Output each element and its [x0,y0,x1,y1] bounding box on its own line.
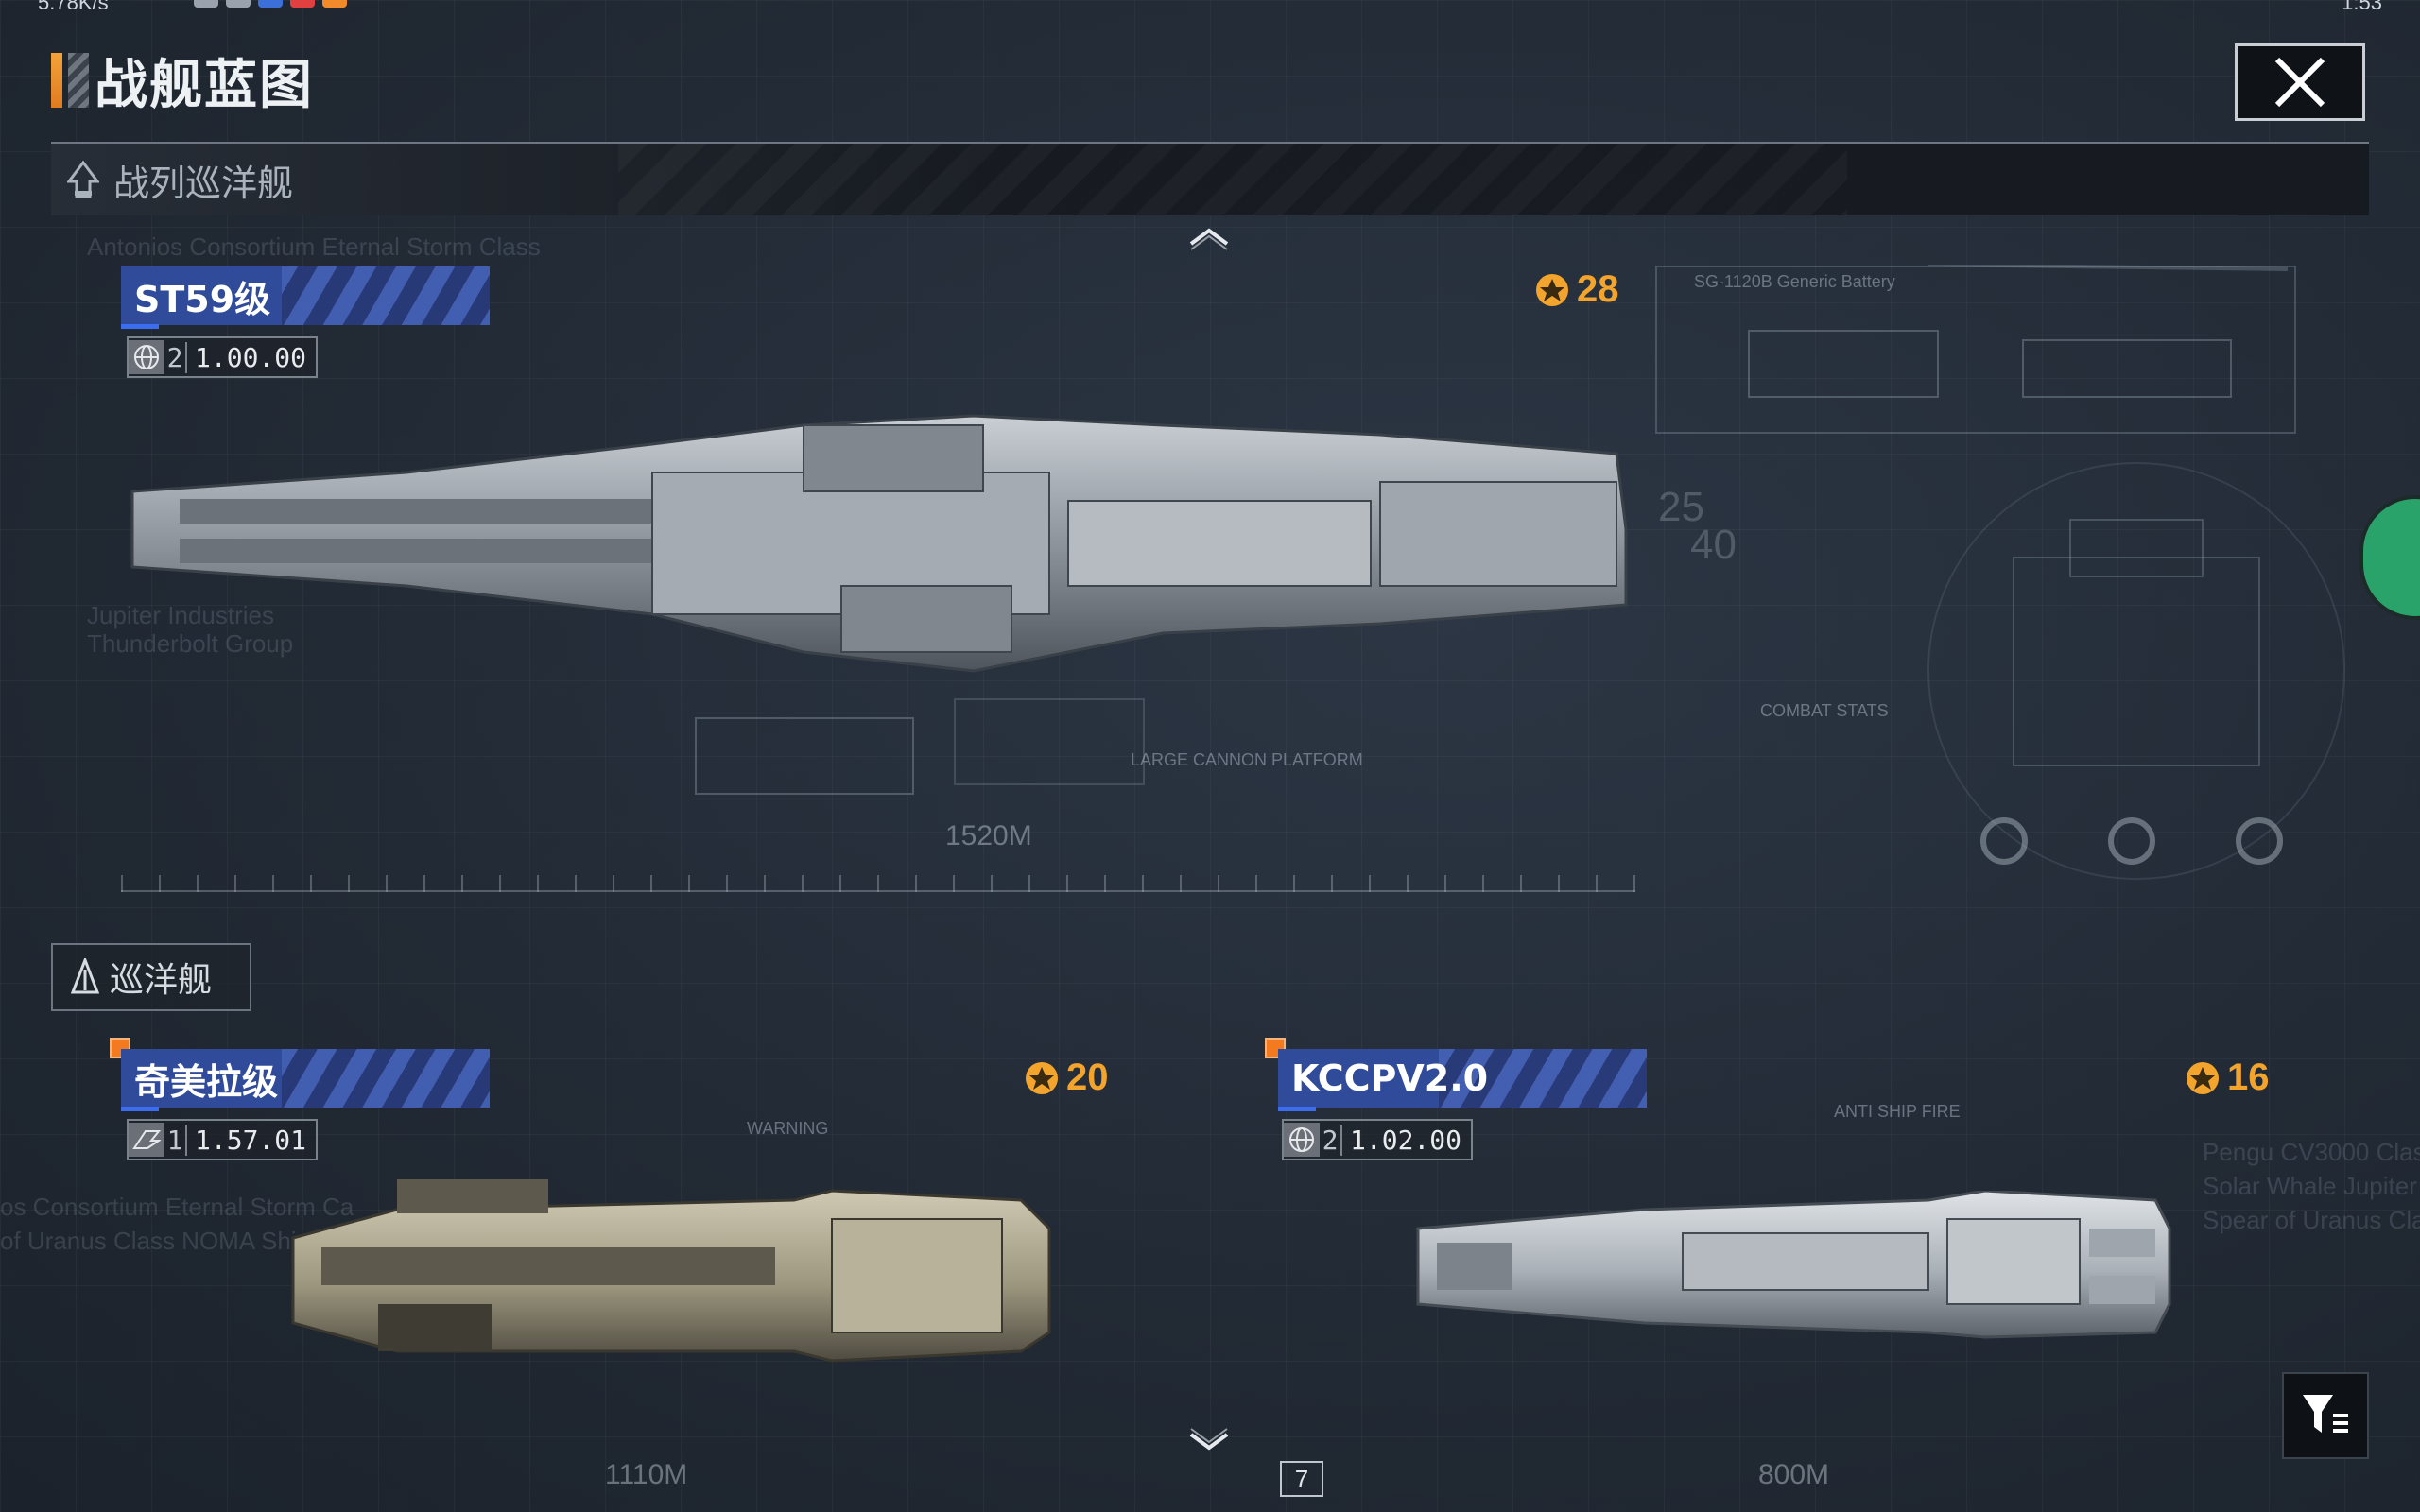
category-label: 巡洋舰 [110,961,213,1000]
ship-cost-value: 20 [1066,1057,1109,1098]
name-tag-underline [121,324,159,329]
scroll-up-button[interactable] [1187,223,1231,251]
ship-length-ruler [121,875,1635,892]
battlecruiser-class-icon [64,161,102,198]
category-label: 战列巡洋舰 [113,162,294,204]
ship-name-tag: 奇美拉级 [121,1049,490,1111]
ship-length-label: 1110M [605,1459,688,1490]
category-stripes [618,144,1847,215]
blueprint-number: 40 [1690,522,1737,568]
ship-spec-badge: 2 1.00.00 [127,336,319,378]
background-caption: Jupiter Industries [87,601,274,629]
notification-icon [290,0,315,8]
ship-name-tag: KCCPV2.0 [1278,1049,1647,1111]
background-caption: Spear of Uranus Class [2203,1206,2420,1234]
ship-cost: 16 [2184,1057,2270,1099]
notification-icons [194,0,347,8]
background-caption: Thunderbolt Group [87,629,294,658]
filter-button[interactable] [2282,1372,2369,1459]
ship-length-label: 800M [1758,1459,1830,1490]
blueprint-annotation: SG-1120B Generic Battery [1694,272,1895,291]
background-caption: of Uranus Class NOMA Shipp [0,1227,324,1255]
background-caption: Pengu CV3000 Class [2203,1138,2420,1166]
ship-name: KCCPV2.0 [1291,1057,1489,1099]
name-tag-fill [121,266,282,325]
chevron-down-icon [1189,1428,1229,1451]
filter-icon [2303,1395,2348,1433]
ship-cost-value: 16 [2227,1057,2270,1098]
ship-name: 奇美拉级 [134,1060,279,1103]
globe-icon [1284,1123,1320,1157]
page-indicator: 7 [1280,1461,1323,1497]
close-icon [2274,57,2325,108]
blueprint-side-schematic [695,698,1145,795]
ship-spec-badge: 2 1.02.00 [1282,1119,1474,1160]
notification-icon [194,0,218,8]
title-stripe [68,53,89,108]
ship-st59-image[interactable] [123,387,1635,690]
blueprint-annotation: LARGE CANNON PLATFORM [1131,750,1363,769]
ship-level: 1 [164,1124,187,1156]
name-tag-underline [1278,1107,1316,1111]
cost-badge-icon [1026,1061,1058,1094]
blueprint-number: 25 [1658,484,1704,530]
ship-name: ST59级 [134,278,271,320]
title-accent-bar [51,53,62,108]
ship-chimera-image[interactable] [265,1172,1059,1380]
blueprint-annotation: WARNING [747,1119,829,1138]
page-title: 战舰蓝图 [95,54,314,116]
ship-spec-badge: 1 1.57.01 [127,1119,319,1160]
close-button[interactable] [2235,43,2365,121]
notification-icon [258,0,283,8]
cost-badge-icon [2187,1061,2219,1094]
blueprint-annotation: COMBAT STATS [1760,701,1889,720]
ship-name-tag: ST59级 [121,266,490,329]
background-caption: Solar Whale Jupiter [2203,1172,2417,1200]
header-divider [51,142,2369,144]
ship-stat-value: 1.02.00 [1350,1124,1462,1156]
cruiser-class-icon [66,958,104,996]
ship-stat-value: 1.00.00 [195,341,307,373]
ship-length-label: 1520M [945,820,1032,851]
clock: 1:53 [2342,0,2382,14]
ship-level: 2 [164,341,187,373]
blueprint-annotation: ANTI SHIP FIRE [1834,1102,1961,1121]
background-caption: os Consortium Eternal Storm Ca [0,1193,354,1221]
category-header-battlecruiser[interactable]: 战列巡洋舰 [51,144,2369,215]
blueprint-schematic [1655,265,2296,434]
globe-icon [129,340,164,374]
ship-cost: 20 [1023,1057,1109,1099]
chevron-up-icon [1189,228,1229,250]
ship-cost: 28 [1533,268,1619,311]
ship-level: 2 [1320,1124,1342,1156]
faction-icon [129,1123,164,1157]
ship-kccpv-image[interactable] [1399,1191,2174,1342]
ship-stat-value: 1.57.01 [195,1124,307,1156]
scroll-down-button[interactable] [1187,1427,1231,1455]
background-caption: Antonios Consortium Eternal Storm Class [87,232,541,261]
name-tag-fill [1278,1049,1439,1108]
name-tag-fill [121,1049,282,1108]
network-speed: 5.78K/s [38,0,109,14]
notification-icon [226,0,251,8]
name-tag-underline [121,1107,159,1111]
system-status-bar: 5.78K/s 1:53 [0,0,2420,15]
ship-cost-value: 28 [1577,268,1619,310]
notification-icon [322,0,347,8]
blueprint-circle-schematic [1927,462,2345,880]
page-header: 战舰蓝图 [51,49,314,116]
cost-badge-icon [1536,273,1568,306]
category-header-cruiser[interactable]: 巡洋舰 [51,943,251,1011]
